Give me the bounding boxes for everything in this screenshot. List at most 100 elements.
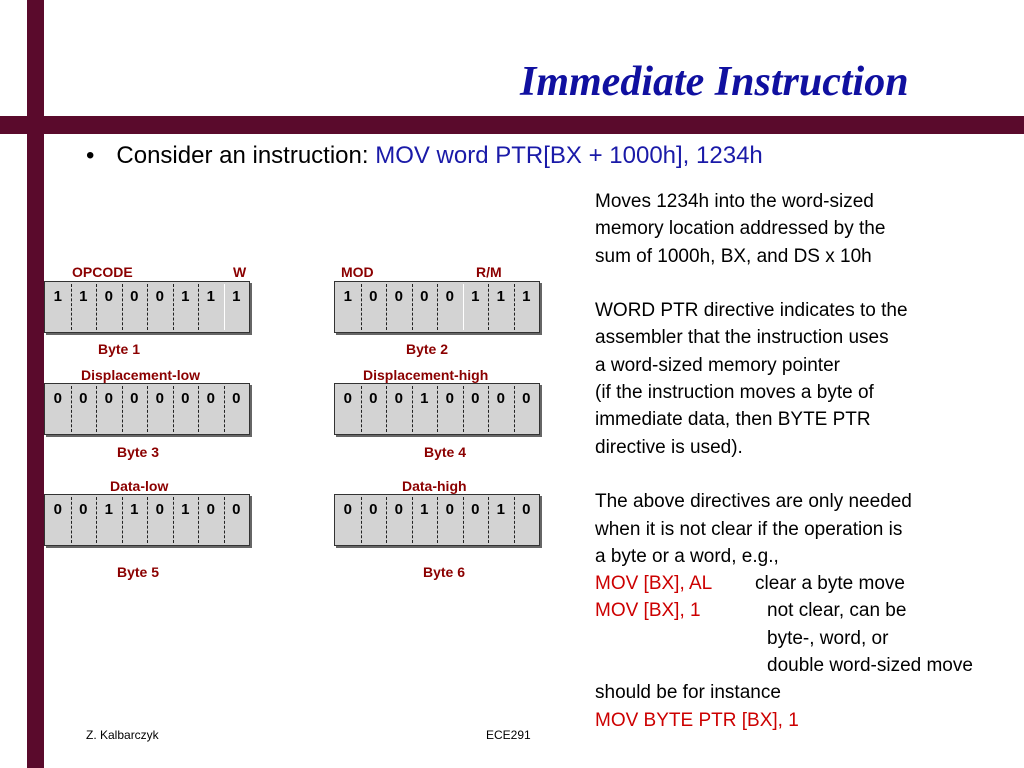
bit-cell: 0 — [172, 384, 199, 434]
bit-cell: 1 — [172, 282, 199, 332]
bit-cell: 1 — [121, 495, 148, 545]
bit-cell: 1 — [411, 495, 438, 545]
description-line: a byte or a word, e.g., — [595, 543, 1020, 570]
line-text: Moves 1234h into the word-sized — [595, 191, 874, 212]
bit-cell: 0 — [198, 495, 224, 545]
bit-cell: 0 — [121, 282, 148, 332]
bit-cell: 0 — [437, 282, 463, 332]
bit-cell: 0 — [513, 384, 540, 434]
bit-cell: 0 — [147, 282, 173, 332]
line-text: sum of 1000h, BX, and DS x 10h — [595, 245, 872, 267]
description-line: directive is used). — [595, 434, 1020, 461]
bit-cell: 1 — [462, 282, 489, 332]
bit-cell: 0 — [462, 495, 489, 545]
code-snippet: MOV BYTE PTR [BX], 1 — [595, 709, 799, 731]
description-line: double word-sized move — [595, 652, 1020, 679]
bit-cell: 1 — [53, 288, 62, 305]
bit-cell: 1 — [96, 495, 122, 545]
bit-cell: 1 — [488, 282, 514, 332]
description-line: should be for instance — [595, 679, 1020, 706]
bit-cell: 0 — [96, 384, 122, 434]
bit-cell: 0 — [360, 495, 387, 545]
description-line: a word-sized memory pointer — [595, 352, 1020, 379]
bullet-prefix: Consider an instruction: — [116, 142, 369, 169]
line-text: directive is used). — [595, 436, 743, 458]
description-line — [595, 461, 1020, 488]
bit-cell: 0 — [360, 384, 387, 434]
footer-author: Z. Kalbarczyk — [86, 728, 159, 742]
line-text: not clear, can be — [767, 600, 907, 622]
bit-cell: 0 — [360, 282, 387, 332]
description-line: MOV [BX], AL clear a byte move — [595, 570, 1020, 597]
label-w: W — [233, 264, 247, 280]
line-text: a word-sized memory pointer — [595, 354, 840, 376]
bit-cell: 0 — [223, 384, 250, 434]
description-line: (if the instruction moves a byte of — [595, 379, 1020, 406]
label-data-low: Data-low — [110, 478, 169, 494]
label-displacement-high: Displacement-high — [363, 367, 489, 383]
bit-cell: 1 — [513, 282, 540, 332]
bit-cell: 1 — [411, 384, 438, 434]
line-text: a byte or a word, e.g., — [595, 545, 779, 567]
bit-cell: 0 — [147, 495, 173, 545]
bit-cell: 1 — [223, 282, 250, 332]
bit-cell: 0 — [96, 282, 122, 332]
description-text: Moves 1234h into the word-sized memory lo… — [595, 188, 1020, 734]
label-rm: R/M — [476, 264, 502, 280]
description-line: byte-, word, or — [595, 625, 1020, 652]
bit-cell: 1 — [70, 282, 97, 332]
bit-cell: 0 — [198, 384, 224, 434]
description-line: immediate data, then BYTE PTR — [595, 406, 1020, 433]
bit-cell: 1 — [488, 495, 514, 545]
line-text: WORD PTR directive indicates to the — [595, 300, 908, 322]
bullet-code: MOV word PTR[BX + 1000h], 1234h — [375, 142, 763, 169]
footer-course: ECE291 — [486, 728, 531, 742]
byte-2-label: Byte 2 — [406, 341, 449, 357]
line-text: clear a byte move — [755, 573, 905, 595]
label-displacement-low: Displacement-low — [81, 367, 201, 383]
bullet-dot-icon: • — [86, 142, 95, 169]
line-text: The above directives are only needed — [595, 491, 912, 513]
bit-cell: 1 — [172, 495, 199, 545]
bit-cell: 0 — [53, 390, 62, 407]
code-snippet: MOV [BX], AL — [595, 573, 713, 595]
bit-cell: 0 — [70, 495, 97, 545]
description-line: sum of 1000h, BX, and DS x 10h — [595, 243, 1020, 270]
description-line: when it is not clear if the operation is — [595, 516, 1020, 543]
bit-cell: 0 — [437, 384, 463, 434]
byte-6-label: Byte 6 — [423, 564, 466, 580]
bit-cell: 0 — [462, 384, 489, 434]
description-line: assembler that the instruction uses — [595, 324, 1020, 351]
bullet-line: • Consider an instruction: MOV word PTR[B… — [86, 142, 763, 170]
vertical-bar — [27, 0, 44, 768]
line-text: byte-, word, or — [767, 627, 889, 649]
bit-cell: 0 — [147, 384, 173, 434]
code-snippet: MOV [BX], 1 — [595, 600, 701, 622]
line-text: immediate data, then BYTE PTR — [595, 409, 871, 431]
bit-cell: 0 — [343, 390, 352, 407]
byte-3-label: Byte 3 — [117, 444, 160, 460]
description-line: The above directives are only needed — [595, 488, 1020, 515]
bit-cell: 0 — [386, 384, 412, 434]
bit-cell: 0 — [223, 495, 250, 545]
line-text: should be for instance — [595, 682, 781, 704]
bit-cell: 0 — [121, 384, 148, 434]
description-line — [595, 270, 1020, 297]
bit-cell: 0 — [343, 501, 352, 518]
bit-cell: 0 — [488, 384, 514, 434]
line-text: when it is not clear if the operation is — [595, 518, 903, 540]
bit-cell: 0 — [513, 495, 540, 545]
line-text: memory location addressed by the — [595, 218, 886, 240]
bit-cell: 0 — [53, 501, 62, 518]
description-line: WORD PTR directive indicates to the — [595, 297, 1020, 324]
horizontal-bar — [0, 116, 1024, 134]
byte-1-label: Byte 1 — [98, 341, 141, 357]
line-text: assembler that the instruction uses — [595, 327, 889, 349]
description-line: memory location addressed by the — [595, 215, 1020, 242]
description-line: MOV [BX], 1 not clear, can be — [595, 597, 1020, 624]
